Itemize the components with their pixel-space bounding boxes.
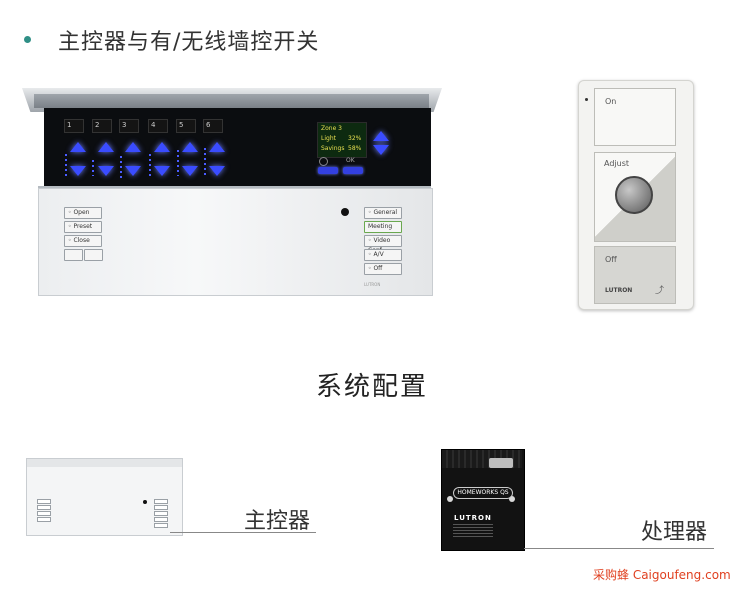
watermark: 采购蜂 Caigoufeng.com [593, 568, 731, 582]
led-level-indicator [149, 154, 151, 176]
ir-receiver-icon [341, 208, 349, 216]
keypad-button-raise [84, 249, 103, 261]
pico-led-icon [585, 98, 588, 101]
zone-button-6: 6 [203, 119, 223, 133]
led-level-indicator [177, 150, 179, 176]
controller-lid-inner [34, 94, 429, 108]
mount-hole-icon [447, 496, 453, 502]
pico-brand: LUTRON [605, 287, 633, 294]
zone-button-2: 2 [92, 119, 112, 133]
zone-button-3: 3 [119, 119, 139, 133]
pico-off-label: Off [605, 255, 617, 264]
section-title: 系统配置 [316, 372, 429, 402]
raise-arrow-icon [182, 142, 198, 152]
keypad-button-meeting: Meeting [364, 221, 402, 233]
clock-icon [319, 157, 328, 166]
screen-savings-value: 58% [348, 145, 362, 152]
raise-arrow-icon [70, 142, 86, 152]
zone-button-1: 1 [64, 119, 84, 133]
controller-screen: Zone 3 Light 32% Savings 58% [317, 122, 367, 158]
mini-ir-icon [143, 500, 147, 504]
lower-arrow-icon [209, 166, 225, 176]
keypad-button-open: ◦ Open [64, 207, 102, 219]
page-heading: 主控器与有/无线墙控开关 [58, 30, 320, 55]
led-level-indicator [204, 148, 206, 176]
lower-arrow-icon [182, 166, 198, 176]
raise-arrow-icon [209, 142, 225, 152]
pico-on-label: On [605, 97, 617, 106]
processor-port [489, 458, 513, 468]
screen-light-label: Light [321, 135, 336, 142]
keypad-button-close: ◦ Close [64, 235, 102, 247]
screen-ok-label: OK [346, 157, 355, 164]
mini-button [37, 505, 51, 510]
mini-button [154, 517, 168, 522]
mini-button [154, 523, 168, 528]
lower-arrow-icon [98, 166, 114, 176]
soft-button-right [343, 167, 363, 174]
controller-underline [170, 532, 316, 533]
mount-hole-icon [509, 496, 515, 502]
controller-brand: LUTRON [364, 282, 381, 287]
soft-button-left [318, 167, 338, 174]
pico-on-button: On [594, 88, 676, 146]
lower-arrow-icon [125, 166, 141, 176]
screen-savings-label: Savings [321, 145, 345, 152]
keypad-button-preset: ◦ Preset [64, 221, 102, 233]
mini-button [37, 511, 51, 516]
processor-brand: LUTRON [454, 514, 492, 522]
master-lower-arrow-icon [373, 145, 389, 155]
pico-off-button: Off LUTRON ⤴ [594, 246, 676, 304]
stairs-icon: ⤴ [655, 286, 665, 296]
bullet-icon [24, 36, 31, 43]
processor-logo: HOMEWORKS QS [453, 487, 513, 499]
screen-zone: Zone 3 [321, 125, 342, 132]
raise-arrow-icon [125, 142, 141, 152]
mini-button [154, 511, 168, 516]
lower-arrow-icon [154, 166, 170, 176]
led-level-indicator [120, 156, 122, 178]
pico-adjust-knob [615, 176, 653, 214]
mini-button [154, 505, 168, 510]
keypad-button-video-conf: ◦ Video Conf [364, 235, 402, 254]
pico-adjust-label: Adjust [604, 159, 630, 168]
keypad-button-lower [64, 249, 83, 261]
lower-arrow-icon [70, 166, 86, 176]
zone-button-5: 5 [176, 119, 196, 133]
mini-button [37, 517, 51, 522]
processor-label: 处理器 [641, 520, 708, 545]
keypad-button-general: ◦ General [364, 207, 402, 219]
raise-arrow-icon [154, 142, 170, 152]
zone-button-4: 4 [148, 119, 168, 133]
raise-arrow-icon [98, 142, 114, 152]
keypad-button-av: ◦ A/V [364, 249, 402, 261]
master-raise-arrow-icon [373, 131, 389, 141]
led-level-indicator [92, 160, 94, 176]
controller-label: 主控器 [244, 509, 311, 534]
mini-button [37, 499, 51, 504]
keypad-button-off: ◦ Off [364, 263, 402, 275]
processor-underline [524, 548, 714, 549]
screen-light-value: 32% [348, 135, 362, 142]
mini-button [154, 499, 168, 504]
processor-spec-text [453, 524, 493, 538]
led-level-indicator [65, 154, 67, 176]
